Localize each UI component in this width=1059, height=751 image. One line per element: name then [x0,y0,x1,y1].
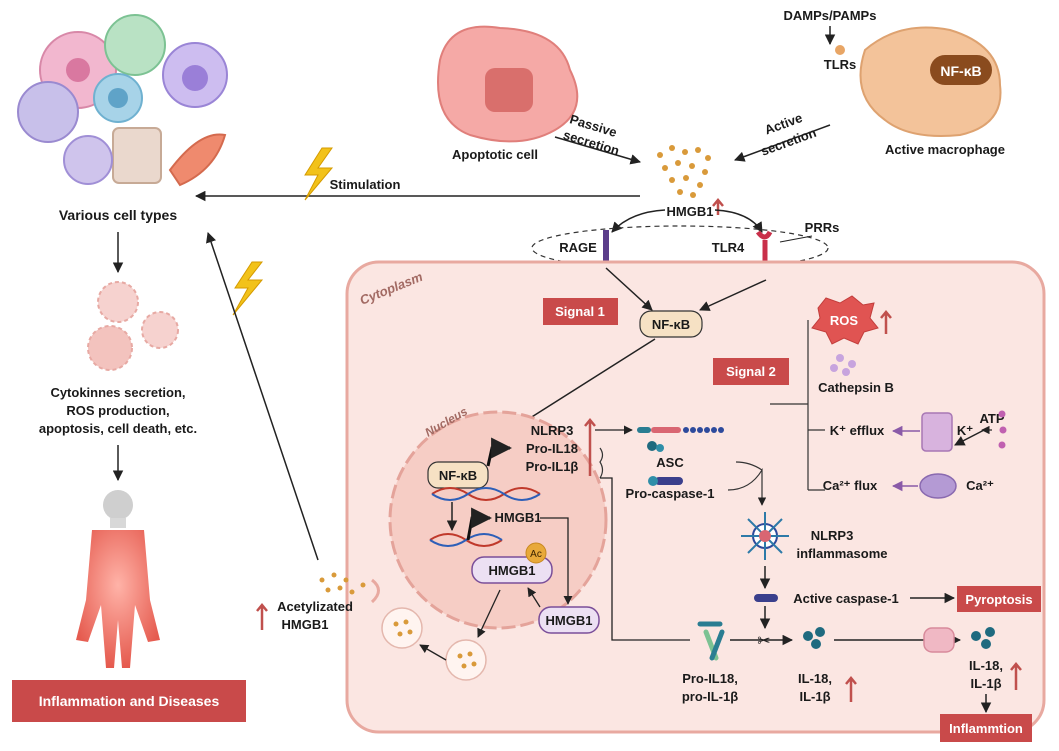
signal2-label: Signal 2 [726,364,776,379]
hmgb1-molecule-cloud [657,145,711,198]
vesicle-icon-1 [381,607,423,649]
hmgb1-ac-badge [471,556,553,584]
il18-released-icon [971,627,995,649]
ros-label: ROS [830,313,859,328]
atp-label: ATP [979,411,1004,426]
ca-channel-icon [919,473,957,499]
il18-inner-label-1: IL-18, [798,671,832,686]
pro-il18-icon [697,621,725,661]
nlrp3-inflammasome-icon [741,512,789,560]
tlr4-label: TLR4 [712,240,745,255]
up-arrow-icon [712,198,724,215]
cytokines-line-3: apoptosis, cell death, etc. [39,421,197,436]
signal1-label: Signal 1 [555,304,605,319]
scissors-icon: ✂ [757,633,770,650]
k-efflux-label: K⁺ efflux [830,423,885,438]
ca-flux-label: Ca²⁺ flux [823,478,878,493]
cytokines-line-1: Cytokinnes secretion, [50,385,185,400]
active-caspase-icon [754,594,778,602]
lightning-icon [304,147,334,201]
dying-cells [87,281,179,371]
rage-receptor-icon [603,230,609,266]
asc-label: ASC [656,455,684,470]
nfkb-cyto-badge [639,310,703,338]
pyroptosis-box [957,586,1041,612]
k-ion-label: K⁺ [957,423,973,438]
pyroptosis-label: Pyroptosis [965,592,1032,607]
lightning-icon-2 [232,261,264,316]
damps-label: DAMPs/PAMPs [784,8,877,23]
tlrs-label: TLRs [824,57,857,72]
inflammation-box [940,714,1032,742]
up-arrow-icon-acetyl [256,603,268,630]
il18-mature-icon [803,627,825,649]
acetylized-label-2: HMGB1 [282,617,329,632]
apoptotic-cell [437,25,579,143]
various-cell-types-label: Various cell types [59,207,177,223]
stimulation-label: Stimulation [330,177,401,192]
up-arrow-icon-il18-outer [1010,662,1022,690]
vesicle-icon-2 [445,639,487,681]
acetylized-hmgb1-dots [319,572,366,595]
apoptotic-cell-label: Apoptotic cell [452,147,538,162]
up-arrow-icon-ros [880,310,892,334]
various-cells-cluster [17,14,228,187]
up-arrow-icon-nlrp3 [584,418,596,476]
cytokines-line-2: ROS production, [66,403,169,418]
rage-label: RAGE [559,240,597,255]
up-arrow-icon-il18 [845,676,857,702]
pro-il18-bottom-label-2: pro-IL-1β [682,689,738,704]
inflammation-diseases-label: Inflammation and Diseases [39,693,220,709]
signal2-box [713,358,789,385]
gsdmd-pore-icon [923,627,955,653]
nlrp3-label: NLRP3 [531,423,574,438]
p2x7-channel-icon [921,412,953,452]
asc-icon [647,441,657,451]
k-ion-dots [998,410,1007,449]
acetyl-group-icon [525,542,547,564]
tlr-receptor-icon [835,45,845,55]
pro-caspase-label: Pro-caspase-1 [626,486,715,501]
cathepsin-icon [830,354,856,376]
hmgb1-top-label: HMGB1 [667,204,714,219]
nfkb-macrophage-label: NF-κB [940,63,981,79]
prr-membrane-ellipse [531,225,829,271]
ca-ion-label: Ca²⁺ [966,478,994,493]
dna-strand-1 [431,487,541,501]
hmgb1-ac-label: HMGB1 [489,563,536,578]
hmgb1-gene-label: HMGB1 [495,510,542,525]
pro-il1b-label: Pro-IL1β [526,459,579,474]
inflammation-label: Inflammtion [949,721,1023,736]
nfkb-cyto-label: NF-κB [652,317,690,332]
acetylized-label-1: Acetylizated [277,599,353,614]
ac-label: Ac [530,549,542,560]
dna-strand-2 [429,533,503,547]
hmgb1-cyto-badge [538,606,600,634]
il18-outer-label-2: IL-1β [970,676,1001,691]
pro-il18-bottom-label-1: Pro-IL18, [682,671,738,686]
nfkb-nucleus-label: NF-κB [439,468,477,483]
nfkb-nucleus-badge [427,461,489,489]
active-macrophage [859,26,1002,137]
procaspase-icon [655,477,683,485]
il18-outer-label-1: IL-18, [969,658,1003,673]
nlrp3-inflammasome-label-1: NLRP3 [811,528,854,543]
human-body-figure [76,490,160,668]
ros-burst-icon [811,295,879,345]
nlrp3-inflammasome-label-2: inflammasome [796,546,887,561]
il18-inner-label-2: IL-1β [799,689,830,704]
inflammation-diseases-box [12,680,246,722]
pro-il18-label: Pro-IL18 [526,441,578,456]
nlrp3-protein-chain [637,427,724,433]
active-caspase-label: Active caspase-1 [793,591,899,606]
vesicle-cargo-dots [393,619,477,669]
active-macrophage-label: Active macrophage [885,142,1005,157]
prrs-label: PRRs [805,220,840,235]
hmgb1-cyto-label: HMGB1 [546,613,593,628]
signal1-box [543,298,618,325]
cathepsin-label: Cathepsin B [818,380,894,395]
